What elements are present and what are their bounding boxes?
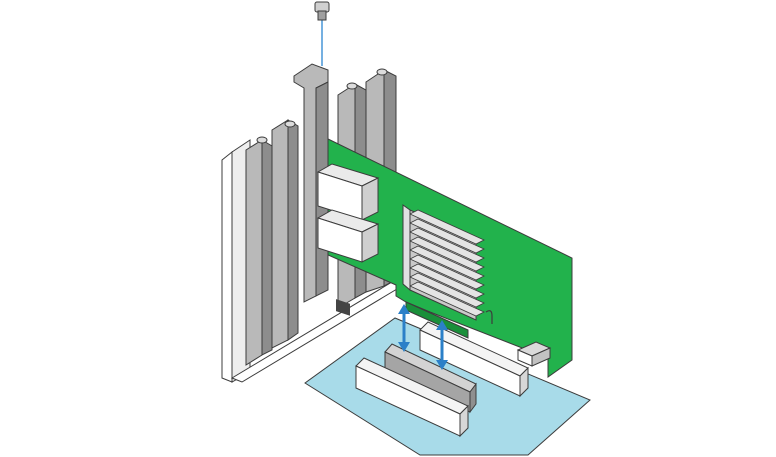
slot-cover-1	[245, 136, 273, 366]
external-port-bottom	[316, 209, 380, 263]
pcie-slot-white-back	[419, 321, 529, 398]
insertion-arrow-icon	[398, 304, 410, 352]
heatsink-fin	[409, 254, 485, 290]
card-clip	[485, 310, 493, 324]
heatsink-fin	[409, 263, 485, 299]
heatsink-fin	[409, 245, 485, 281]
heatsink-fin	[409, 209, 485, 245]
pcie-slot-white-front	[355, 357, 469, 438]
card-connector	[516, 341, 552, 367]
heatsink-fin	[409, 236, 485, 272]
expansion-card	[325, 137, 573, 378]
insertion-arrow-icon	[436, 320, 448, 370]
heatsink-fin	[409, 281, 485, 317]
heatsink	[402, 204, 485, 321]
heatsink-fin	[409, 272, 485, 308]
thumbscrew-icon	[314, 1, 330, 66]
card-bracket	[293, 63, 380, 316]
heatsink-fin	[409, 227, 485, 263]
slot-cover-2	[271, 119, 299, 349]
heatsink-fin	[409, 218, 485, 254]
heatsink-fins	[409, 209, 485, 317]
external-port-top	[316, 163, 380, 316]
